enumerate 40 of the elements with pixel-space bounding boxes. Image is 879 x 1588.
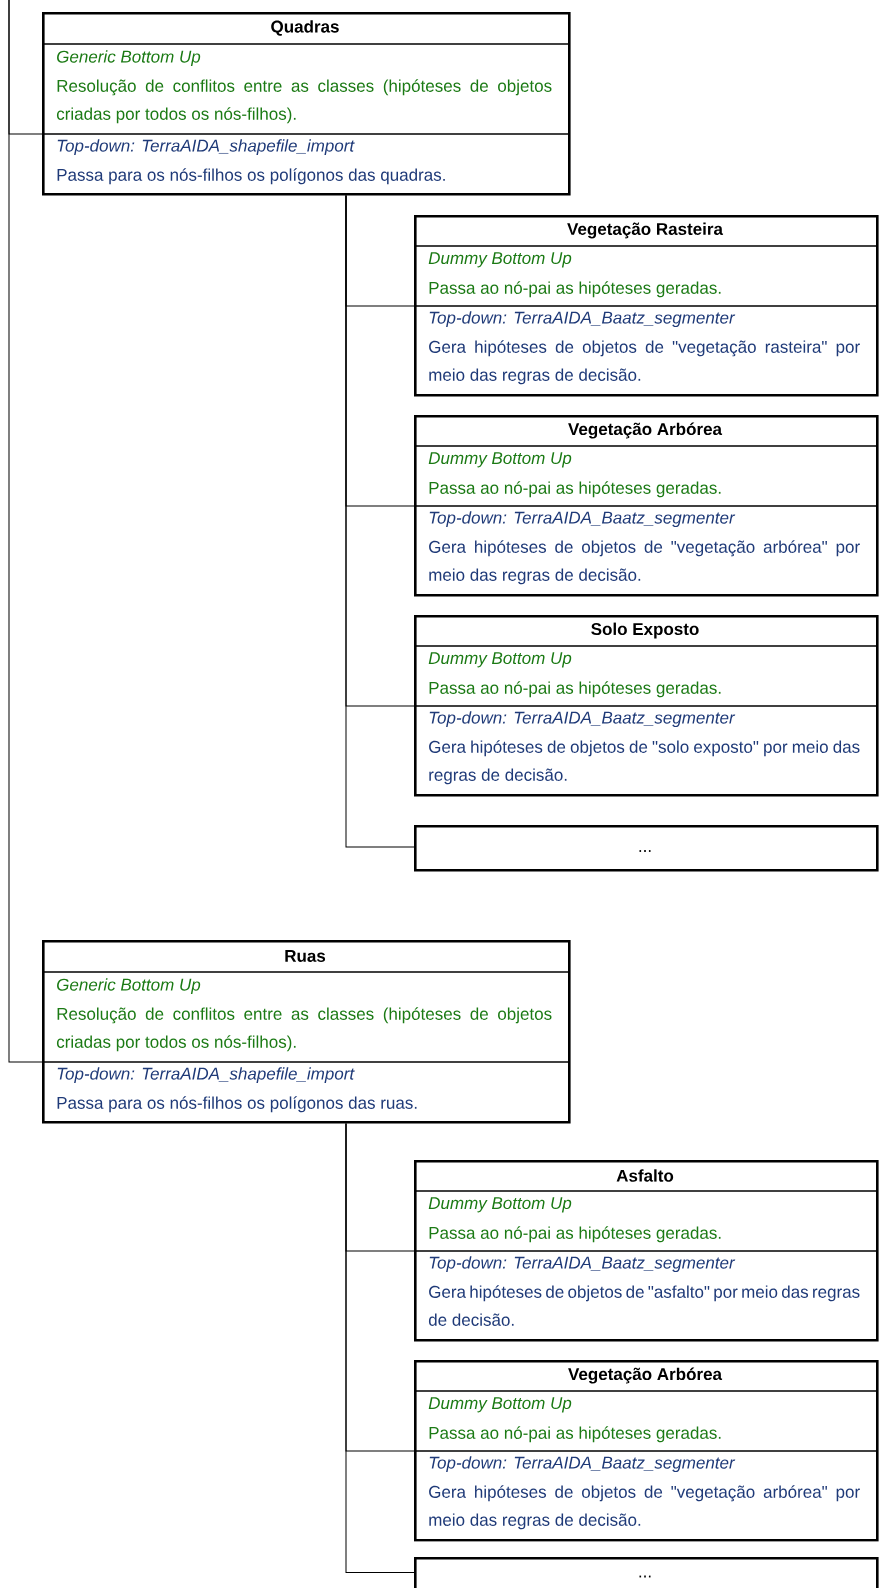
method-name: Top-down: TerraAIDA_Baatz_segmenter <box>429 711 736 728</box>
class-title: Vegetação Arbórea <box>568 1367 723 1384</box>
method-description: Gera hipóteses de objetos de "vegetação arbórea" por meio das regras de decisão. <box>429 540 860 585</box>
method-name: Top-down: TerraAIDA_Baatz_segmenter <box>429 1256 736 1273</box>
connector-line <box>8 0 43 1063</box>
method-name: Top-down: TerraAIDA_shapefile_import <box>57 139 355 156</box>
class-title: Vegetação Arbórea <box>568 422 723 439</box>
method-description: Gera hipóteses de objetos de "vegetação arbórea" por meio das regras de decisão. <box>429 1485 860 1530</box>
method-name: Dummy Bottom Up <box>428 252 572 268</box>
method-description: Passa ao nó-pai as hipóteses geradas. <box>429 1226 721 1243</box>
method-description: Passa para os nós-filhos os polígonos das ruas. <box>57 1096 417 1113</box>
method-name: Generic Bottom Up <box>57 978 201 995</box>
method-description: Gera hipóteses de objetos de "vegetação rasteira" por meio das regras de decisão. <box>429 340 860 385</box>
method-name: Dummy Bottom Up <box>428 652 572 668</box>
method-description: Resolução de conflitos entre as classes (hipóteses de objetos criadas por todos os nós-filhos). <box>56 1007 552 1052</box>
ellipsis-text: ... <box>639 1575 651 1578</box>
method-description: Passa ao nó-pai as hipóteses geradas. <box>429 281 721 298</box>
connector-line <box>345 195 415 848</box>
method-description: Passa ao nó-pai as hipóteses geradas. <box>429 1426 721 1443</box>
method-name: Generic Bottom Up <box>57 50 201 67</box>
class-title: Asfalto <box>616 1169 674 1182</box>
method-description: Gera hipóteses de objetos de "asfalto" por meio das regras de decisão. <box>428 1285 860 1326</box>
class-title: Quadras <box>271 20 339 36</box>
method-name: Top-down: TerraAIDA_shapefile_import <box>57 1067 355 1084</box>
method-name: Dummy Bottom Up <box>428 452 572 468</box>
method-description: Resolução de conflitos entre as classes (hipóteses de objetos criadas por todos os nós-filhos). <box>56 79 552 124</box>
method-description: Passa ao nó-pai as hipóteses geradas. <box>429 481 721 498</box>
ellipsis-text: ... <box>639 850 651 852</box>
method-description: Passa para os nós-filhos os polígonos das quadras. <box>57 168 445 185</box>
class-title: Ruas <box>285 950 326 962</box>
method-name: Top-down: TerraAIDA_Baatz_segmenter <box>429 511 736 528</box>
class-title: Vegetação Rasteira <box>567 222 724 239</box>
method-name: Dummy Bottom Up <box>428 1397 572 1413</box>
connector-line <box>345 1123 415 1573</box>
method-name: Top-down: TerraAIDA_Baatz_segmenter <box>429 1456 736 1473</box>
method-name: Dummy Bottom Up <box>428 1197 572 1213</box>
method-description: Passa ao nó-pai as hipóteses geradas. <box>429 681 721 698</box>
class-title: Solo Exposto <box>591 622 699 639</box>
method-description: Gera hipóteses de objetos de "solo exposto" por meio das regras de decisão. <box>429 740 860 785</box>
method-name: Top-down: TerraAIDA_Baatz_segmenter <box>429 311 736 328</box>
